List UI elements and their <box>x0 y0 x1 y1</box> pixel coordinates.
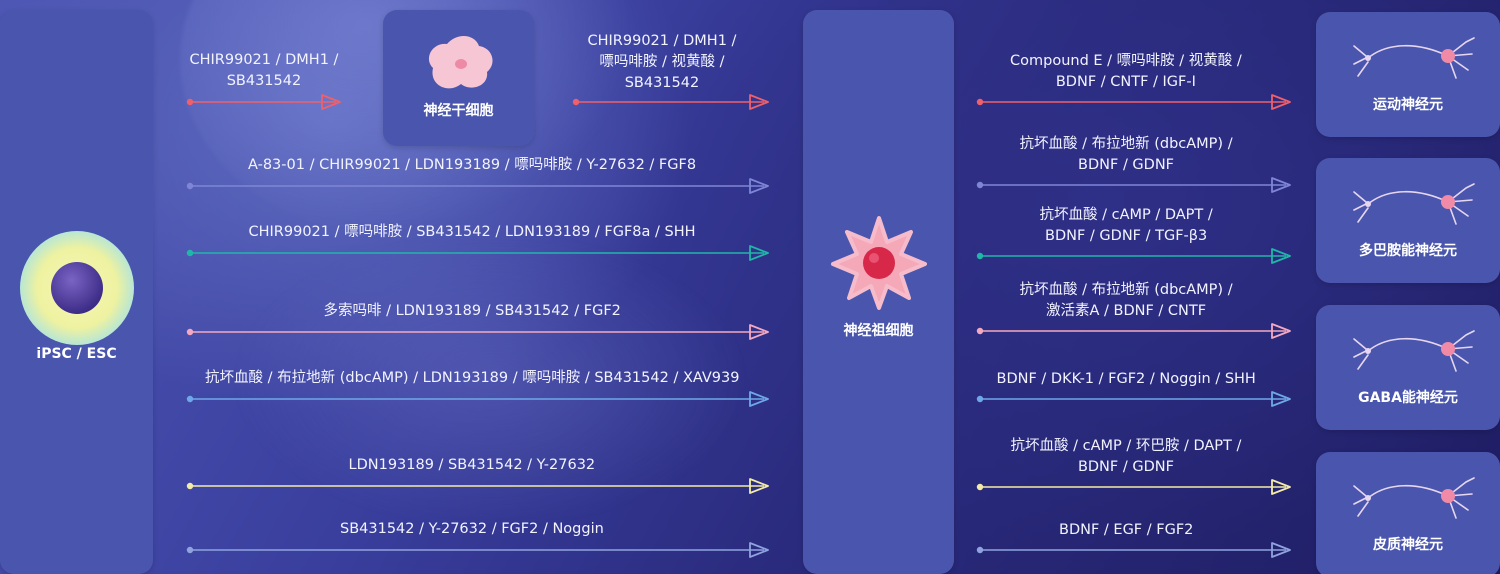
pathway-arrow <box>976 542 1291 558</box>
pathway-arrow <box>976 323 1291 339</box>
nsc-cell-icon <box>428 35 493 89</box>
pathway-label: 抗坏血酸 / 布拉地新 (dbcAMP) / 激活素A / BDNF / CNTF <box>1020 280 1233 322</box>
pathway-label-line: BDNF / DKK-1 / FGF2 / Noggin / SHH <box>996 371 1256 387</box>
neuron-icon <box>1353 183 1475 225</box>
pathway-arrow <box>186 178 769 194</box>
source-label: iPSC / ESC <box>36 346 117 362</box>
pathway-label: 抗坏血酸 / 布拉地新 (dbcAMP) / LDN193189 / 嘌吗啡胺 … <box>205 368 739 389</box>
target-label: 多巴胺能神经元 <box>1359 243 1457 259</box>
pathway-label-line: BDNF / GDNF / TGF-β3 <box>1045 228 1208 244</box>
pathway-label-line: SB431542 / Y-27632 / FGF2 / Noggin <box>340 521 604 537</box>
target-label: GABA能神经元 <box>1358 390 1458 406</box>
pathway-label: BDNF / EGF / FGF2 <box>1059 520 1193 541</box>
nsc-card: 神经干细胞 <box>383 10 534 146</box>
pathway-label: CHIR99021 / 嘌吗啡胺 / SB431542 / LDN193189 … <box>249 222 696 243</box>
pathway-arrow <box>976 248 1291 264</box>
pathway-arrow <box>976 177 1291 193</box>
pathway-label-line: BDNF / GDNF <box>1078 157 1175 173</box>
pathway-arrow <box>572 94 769 110</box>
pathway-label: SB431542 / Y-27632 / FGF2 / Noggin <box>340 519 604 540</box>
pathway-label-line: 抗坏血酸 / 布拉地新 (dbcAMP) / <box>1019 282 1233 298</box>
pathway-arrow <box>976 94 1291 110</box>
pathway-label-line: LDN193189 / SB431542 / Y-27632 <box>348 457 596 473</box>
target-label: 皮质神经元 <box>1373 537 1443 553</box>
pathway-arrow <box>186 478 769 494</box>
pathway-arrow <box>186 542 769 558</box>
pathway-arrow <box>186 324 769 340</box>
pathway-label-line: SB431542 <box>624 75 700 91</box>
pathway-label: A-83-01 / CHIR99021 / LDN193189 / 嘌吗啡胺 /… <box>248 155 696 176</box>
pathway-label-line: A-83-01 / CHIR99021 / LDN193189 / 嘌吗啡胺 /… <box>248 157 697 173</box>
npc-label: 神经祖细胞 <box>843 323 914 339</box>
target-card: 多巴胺能神经元 <box>1316 158 1500 283</box>
pathway-label-line: BDNF / CNTF / IGF-I <box>1055 74 1196 90</box>
target-card: 运动神经元 <box>1316 12 1500 137</box>
pathway-label: 多索吗啡 / LDN193189 / SB431542 / FGF2 <box>324 301 621 322</box>
pathway-label-line: BDNF / GDNF <box>1077 459 1174 475</box>
pathway-arrow <box>186 94 341 110</box>
target-card: GABA能神经元 <box>1316 305 1500 430</box>
pathway-label-line: 嘌吗啡胺 / 视黄酸 / <box>599 54 725 70</box>
source-card: iPSC / ESC <box>0 10 153 574</box>
pathway-label: BDNF / DKK-1 / FGF2 / Noggin / SHH <box>997 369 1256 390</box>
npc-card: 神经祖细胞 <box>803 10 954 574</box>
neuron-icon <box>1353 37 1475 79</box>
pathway-arrow <box>976 391 1291 407</box>
pathway-label: CHIR99021 / DMH1 / 嘌吗啡胺 / 视黄酸 / SB431542 <box>588 31 737 94</box>
pathway-label-line: CHIR99021 / DMH1 / <box>189 52 339 68</box>
pathway-label: 抗坏血酸 / 布拉地新 (dbcAMP) / BDNF / GDNF <box>1020 134 1233 176</box>
neuron-icon <box>1353 477 1475 519</box>
stem-cell-icon <box>20 231 134 345</box>
pathway-label-line: CHIR99021 / 嘌吗啡胺 / SB431542 / LDN193189 … <box>248 224 696 240</box>
nsc-label: 神经干细胞 <box>423 103 494 119</box>
pathway-label-line: 抗坏血酸 / 布拉地新 (dbcAMP) / <box>1019 136 1233 152</box>
target-card: 皮质神经元 <box>1316 452 1500 574</box>
pathway-label-line: 多索吗啡 / LDN193189 / SB431542 / FGF2 <box>323 303 621 319</box>
pathway-label-line: 抗坏血酸 / cAMP / 环巴胺 / DAPT / <box>1010 438 1242 454</box>
npc-cell-icon <box>831 216 927 310</box>
target-label: 运动神经元 <box>1373 97 1443 113</box>
pathway-arrow <box>976 479 1291 495</box>
background-cell-shape <box>230 230 750 530</box>
pathway-label-line: 抗坏血酸 / 布拉地新 (dbcAMP) / LDN193189 / 嘌吗啡胺 … <box>205 370 740 386</box>
pathway-label-line: SB431542 <box>226 73 302 89</box>
pathway-arrow <box>186 245 769 261</box>
pathway-label: CHIR99021 / DMH1 / SB431542 <box>190 50 339 92</box>
pathway-label-line: Compound E / 嘌吗啡胺 / 视黄酸 / <box>1010 53 1242 69</box>
pathway-label-line: CHIR99021 / DMH1 / <box>587 33 737 49</box>
pathway-label: 抗坏血酸 / cAMP / DAPT / BDNF / GDNF / TGF-β3 <box>1040 205 1213 247</box>
pathway-arrow <box>186 391 769 407</box>
pathway-label: LDN193189 / SB431542 / Y-27632 <box>349 455 596 476</box>
pathway-label: Compound E / 嘌吗啡胺 / 视黄酸 / BDNF / CNTF / I… <box>1010 51 1242 93</box>
neuron-icon <box>1353 330 1475 372</box>
pathway-label-line: BDNF / EGF / FGF2 <box>1059 522 1194 538</box>
pathway-label-line: 激活素A / BDNF / CNTF <box>1045 303 1207 319</box>
pathway-label: 抗坏血酸 / cAMP / 环巴胺 / DAPT / BDNF / GDNF <box>1011 436 1242 478</box>
pathway-label-line: 抗坏血酸 / cAMP / DAPT / <box>1039 207 1213 223</box>
